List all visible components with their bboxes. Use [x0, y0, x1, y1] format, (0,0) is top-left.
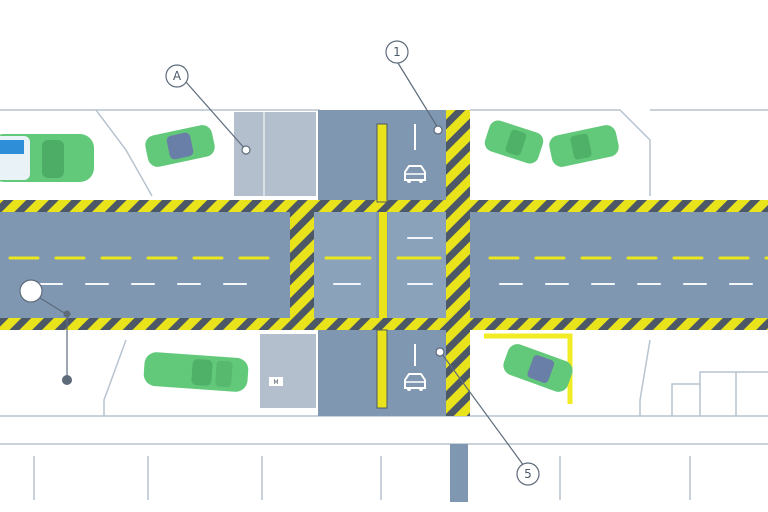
upper-boundary	[0, 109, 153, 197]
marker-label: M	[273, 379, 278, 386]
car-bottomleft	[143, 352, 249, 392]
callout-1-label: 1	[393, 45, 401, 59]
callout-a[interactable]: A	[165, 64, 251, 155]
location-marker-left[interactable]	[19, 279, 72, 385]
car-van-topleft	[0, 134, 94, 182]
callout-5-circle	[516, 462, 540, 486]
gray-panel-bottom	[260, 334, 316, 408]
car-bottomright	[503, 344, 573, 392]
hatched-border-top	[0, 200, 768, 212]
stop-line-center	[379, 212, 387, 318]
crossing-block-left	[314, 212, 376, 318]
lower-right-boundary	[639, 339, 651, 416]
stop-line-lower	[376, 329, 388, 409]
hatched-border-bottom	[0, 318, 768, 330]
car-topright-2	[549, 125, 619, 167]
crossing-block-right	[388, 212, 446, 318]
callout-1[interactable]: 1	[385, 40, 443, 135]
callout-5-label: 5	[524, 467, 532, 481]
hatched-strip-right-long	[446, 110, 470, 416]
car-icon	[404, 165, 426, 183]
callout-1-circle	[385, 40, 409, 64]
car-icon	[404, 373, 426, 391]
callout-5[interactable]: 5	[435, 347, 540, 486]
car-topright-1	[484, 120, 544, 164]
marker-box	[269, 377, 283, 386]
stop-line-upper	[376, 123, 388, 203]
upper-right-boundary	[470, 109, 651, 196]
corner-block-outline	[671, 371, 737, 416]
vertical-road-foot	[450, 444, 468, 502]
lower-left-boundary	[0, 339, 127, 417]
parking-bay-outline	[484, 333, 573, 404]
car-topleft	[145, 125, 215, 167]
hatched-strip-left	[290, 212, 314, 318]
callout-a-label: A	[173, 69, 182, 83]
lane-markings	[8, 237, 768, 285]
callout-a-circle	[165, 64, 189, 88]
